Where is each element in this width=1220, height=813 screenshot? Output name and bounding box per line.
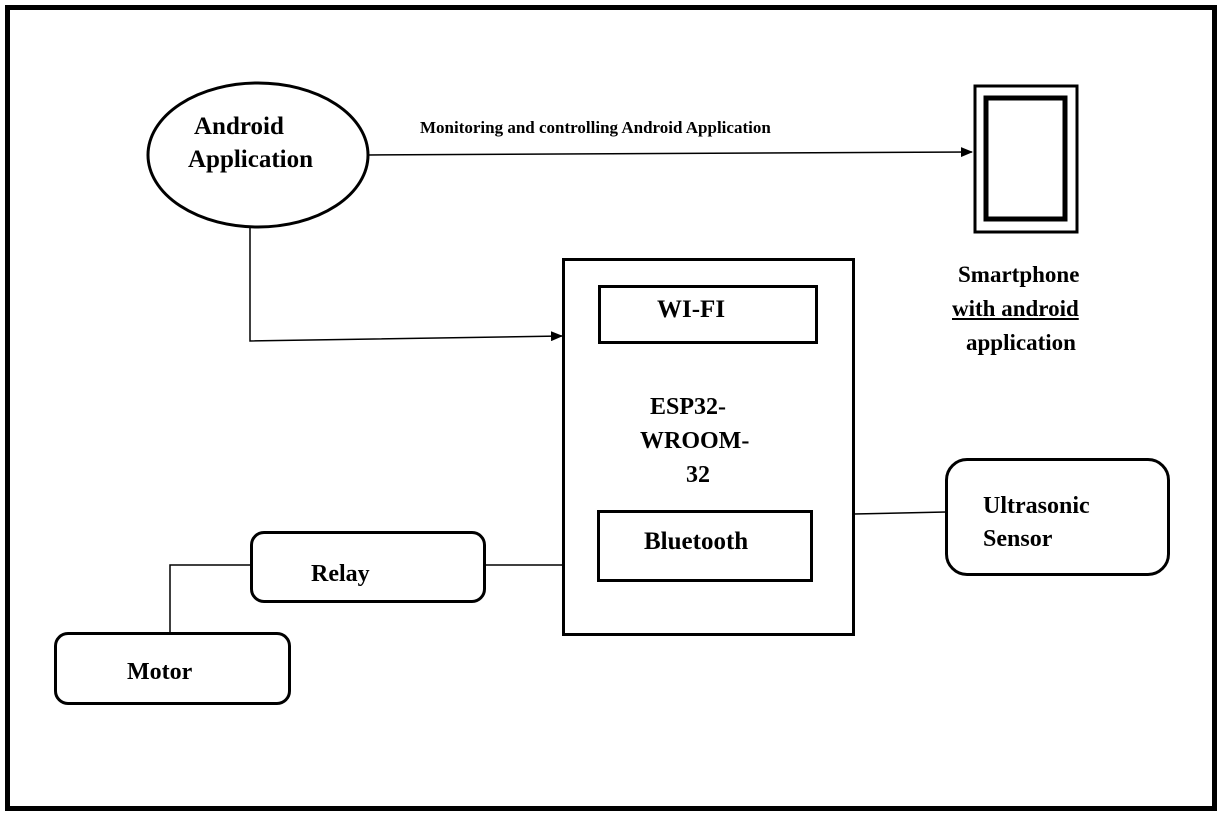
ultrasonic-label-line1: Ultrasonic (983, 493, 1090, 519)
android-app-label-line2: Application (188, 146, 314, 173)
motor-label: Motor (127, 659, 193, 685)
smartphone-label-line3: application (966, 330, 1076, 355)
smartphone-icon (973, 84, 1079, 234)
motor-node (54, 632, 291, 705)
esp32-label-line2: WROOM- (640, 428, 750, 454)
esp32-label-line1: ESP32- (650, 394, 727, 420)
wifi-label: WI-FI (657, 296, 726, 323)
relay-label: Relay (311, 561, 370, 587)
bluetooth-module (597, 510, 813, 582)
edge-app-to-phone (367, 147, 973, 158)
edge-app-to-esp32 (249, 227, 563, 342)
relay-node (250, 531, 486, 603)
esp32-label-line3: 32 (686, 462, 710, 488)
android-app-label-line1: Android (194, 113, 284, 140)
edge-app-to-phone-label: Monitoring and controlling Android Appli… (420, 118, 771, 137)
edge-relay-to-motor (169, 564, 252, 634)
smartphone-label-line2: with android (952, 296, 1079, 321)
diagram-frame (5, 5, 1217, 811)
wifi-module (598, 285, 818, 344)
ultrasonic-sensor-node (945, 458, 1170, 576)
smartphone-label-line1: Smartphone (958, 262, 1080, 287)
bluetooth-label: Bluetooth (644, 528, 749, 555)
ultrasonic-label-line2: Sensor (983, 526, 1053, 552)
edge-esp32-to-ultrasonic (853, 511, 947, 515)
